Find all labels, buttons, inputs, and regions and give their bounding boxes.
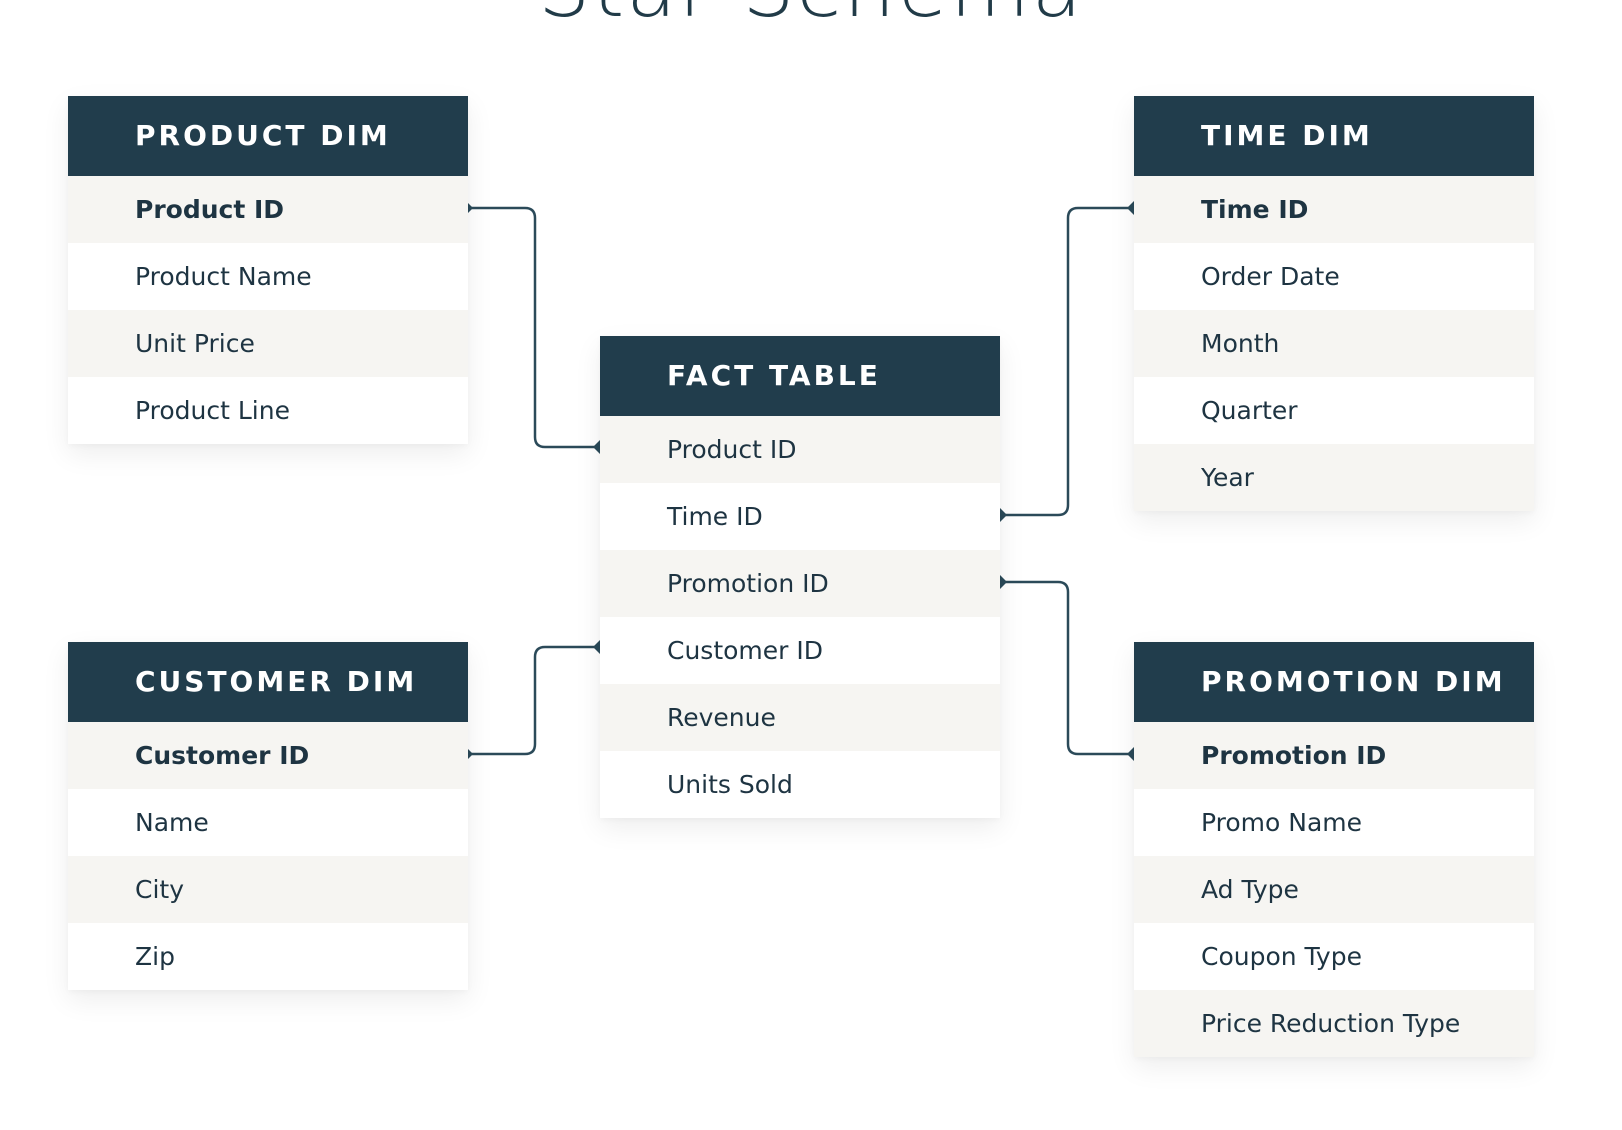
fact-table-field-promotion-id: Promotion ID — [600, 550, 1000, 617]
customer-dim-header: CUSTOMER DIM — [68, 642, 468, 722]
fact-table-field-revenue: Revenue — [600, 684, 1000, 751]
time-dim-header: TIME DIM — [1134, 96, 1534, 176]
product-dim-field-product-name: Product Name — [68, 243, 468, 310]
promotion-dim-field-coupon-type: Coupon Type — [1134, 923, 1534, 990]
customer-dim-field-city: City — [68, 856, 468, 923]
product-dim-header: PRODUCT DIM — [68, 96, 468, 176]
promotion-dim-field-promo-name: Promo Name — [1134, 789, 1534, 856]
connector-customer-to-fact — [466, 645, 600, 756]
product-dim-field-product-id: Product ID — [68, 176, 468, 243]
time-dim-field-time-id: Time ID — [1134, 176, 1534, 243]
promotion-dim-field-ad-type: Ad Type — [1134, 856, 1534, 923]
diagram-title: Star Schema — [0, 0, 1622, 34]
product-dim-table: PRODUCT DIM Product ID Product Name Unit… — [68, 96, 468, 444]
promotion-dim-header: PROMOTION DIM — [1134, 642, 1534, 722]
time-dim-field-order-date: Order Date — [1134, 243, 1534, 310]
fact-table-field-product-id: Product ID — [600, 416, 1000, 483]
fact-table-field-customer-id: Customer ID — [600, 617, 1000, 684]
fact-table-header: FACT TABLE — [600, 336, 1000, 416]
fact-table-field-time-id: Time ID — [600, 483, 1000, 550]
time-dim-field-quarter: Quarter — [1134, 377, 1534, 444]
product-dim-field-unit-price: Unit Price — [68, 310, 468, 377]
promotion-dim-field-price-reduction-type: Price Reduction Type — [1134, 990, 1534, 1057]
time-dim-field-month: Month — [1134, 310, 1534, 377]
customer-dim-field-zip: Zip — [68, 923, 468, 990]
customer-dim-field-name: Name — [68, 789, 468, 856]
promotion-dim-table: PROMOTION DIM Promotion ID Promo Name Ad… — [1134, 642, 1534, 1057]
promotion-dim-field-promotion-id: Promotion ID — [1134, 722, 1534, 789]
time-dim-table: TIME DIM Time ID Order Date Month Quarte… — [1134, 96, 1534, 511]
connector-time-to-fact — [1000, 206, 1134, 517]
fact-table-field-units-sold: Units Sold — [600, 751, 1000, 818]
connector-promotion-to-fact — [1000, 580, 1134, 756]
fact-table: FACT TABLE Product ID Time ID Promotion … — [600, 336, 1000, 818]
customer-dim-field-customer-id: Customer ID — [68, 722, 468, 789]
customer-dim-table: CUSTOMER DIM Customer ID Name City Zip — [68, 642, 468, 990]
connector-product-to-fact — [466, 206, 600, 449]
time-dim-field-year: Year — [1134, 444, 1534, 511]
product-dim-field-product-line: Product Line — [68, 377, 468, 444]
